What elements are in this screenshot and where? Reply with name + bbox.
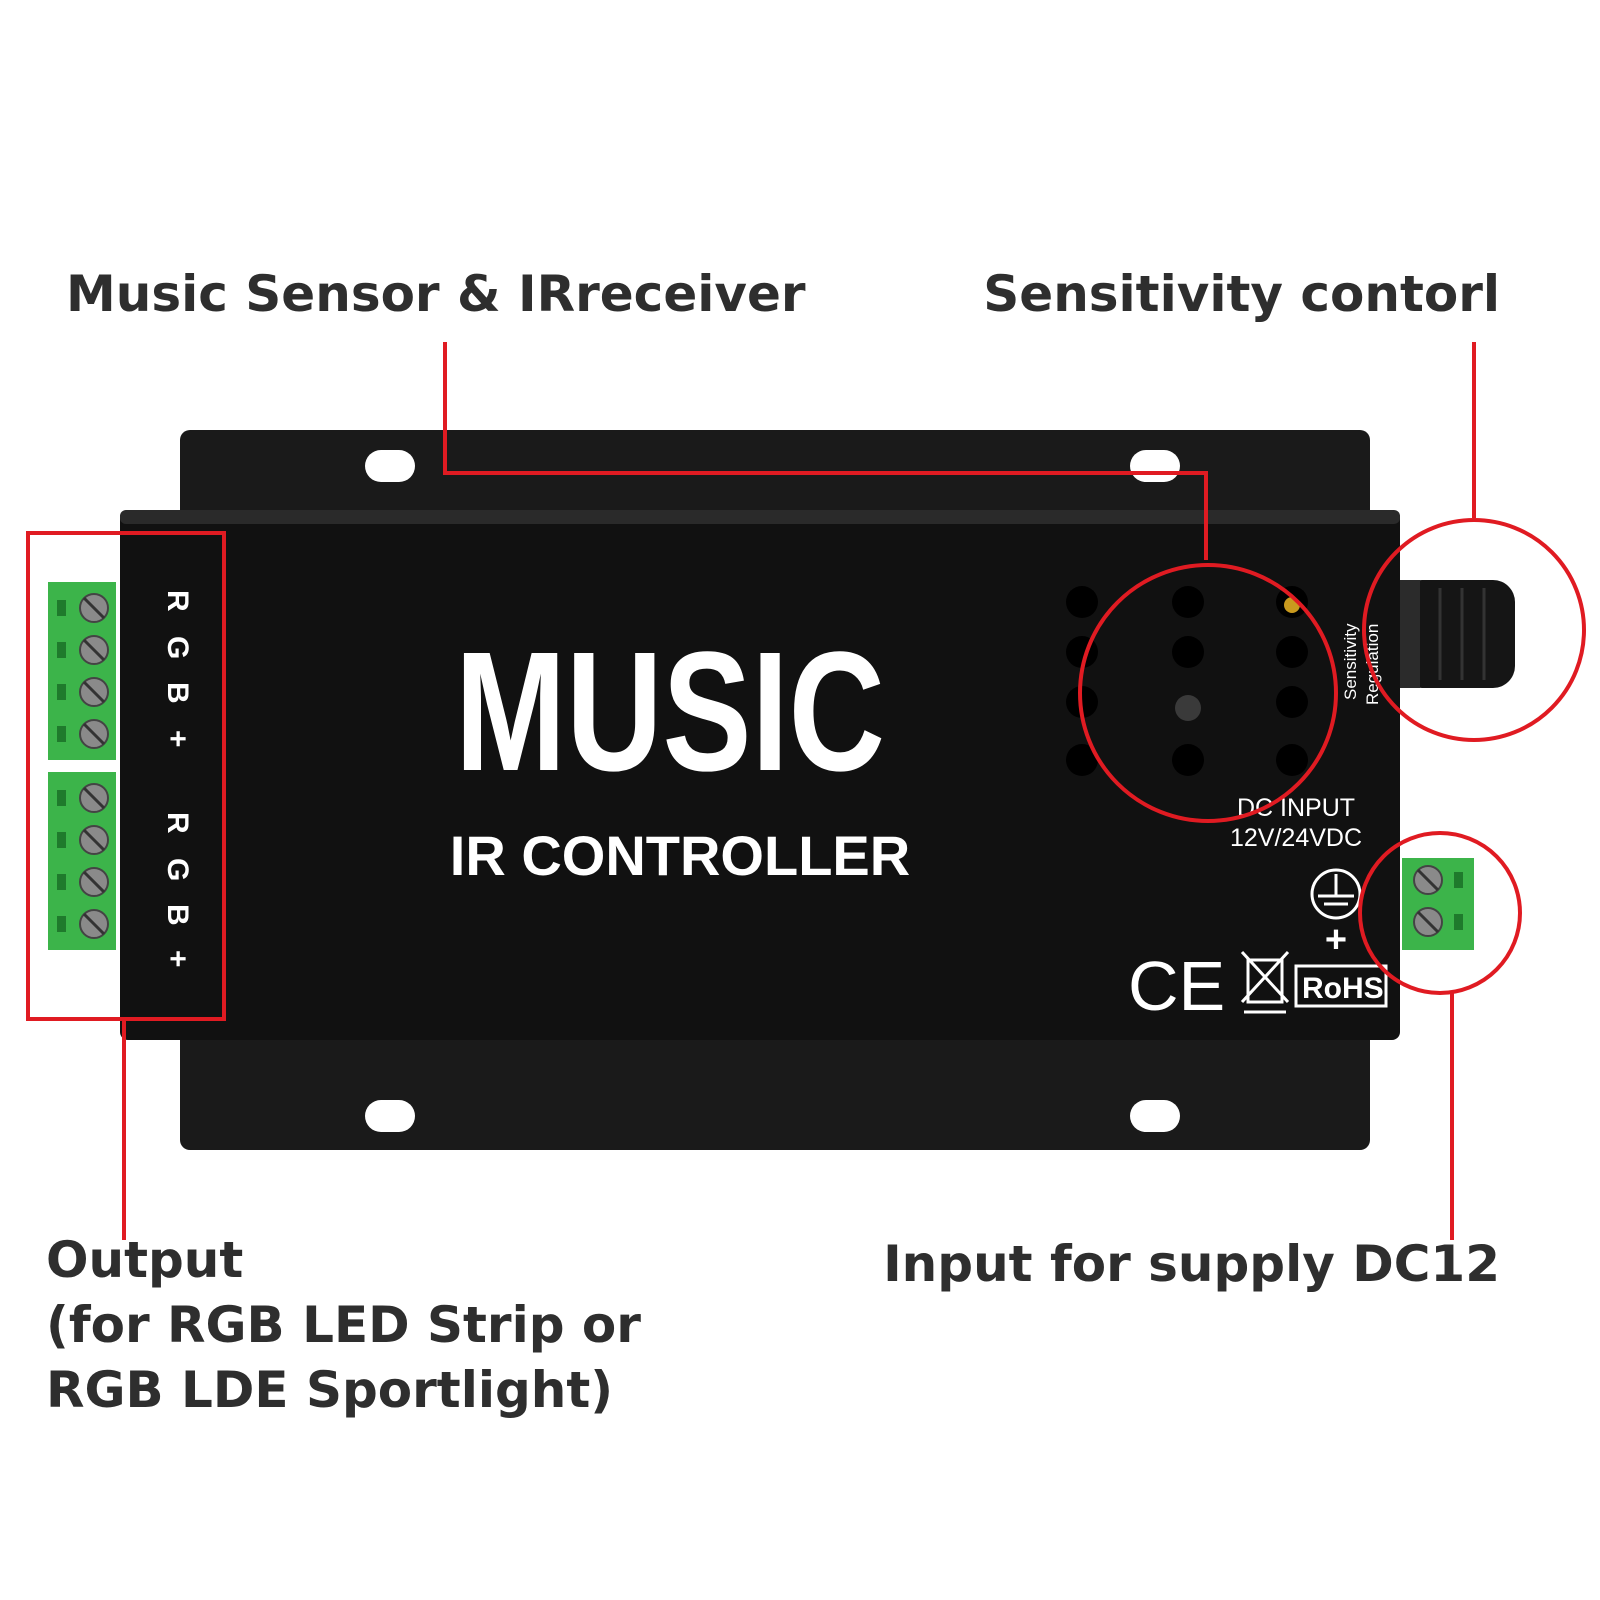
port-label: B	[161, 682, 194, 704]
music-sensor-callout: Music Sensor & IRreceiver	[66, 265, 806, 323]
rohs-label: RoHS	[1302, 972, 1384, 1005]
mounting-hole	[1130, 1100, 1180, 1132]
knob-label-sensitivity: Sensitivity	[1341, 623, 1360, 700]
music-sensor-leader-line	[443, 342, 1208, 560]
plus-sign: +	[1325, 919, 1347, 961]
ground-symbol-icon	[1310, 868, 1362, 920]
output-callout-line-3: RGB LDE Sportlight)	[46, 1361, 614, 1419]
input-highlight-ring	[1358, 831, 1522, 995]
mounting-hole	[1130, 450, 1180, 482]
rohs-mark: RoHS	[1294, 964, 1388, 1008]
sensitivity-highlight-ring	[1362, 518, 1586, 742]
mounting-hole	[365, 450, 415, 482]
ir-receiver	[1175, 695, 1201, 721]
input-supply-callout: Input for supply DC12	[883, 1235, 1500, 1293]
port-label: +	[161, 730, 194, 748]
port-label: R	[161, 590, 194, 612]
output-terminal-block-1	[48, 582, 116, 760]
body-top-edge	[120, 510, 1400, 524]
output-callout: Output (for RGB LED Strip or RGB LDE Spo…	[46, 1228, 641, 1423]
port-label: R	[161, 812, 194, 834]
weee-bin-icon	[1240, 950, 1290, 1014]
highlight-markers	[26, 342, 1586, 1240]
sensor-grille	[1066, 586, 1308, 776]
sensitivity-knob	[1400, 580, 1515, 688]
output-callout-line-1: Output	[46, 1231, 244, 1289]
output-terminal-block-2	[48, 772, 116, 950]
dc-voltage-label: 12V/24VDC	[1230, 824, 1362, 852]
input-terminal-block	[1402, 858, 1474, 950]
port-label: G	[161, 858, 194, 881]
dc-input-label: DC INPUT	[1237, 794, 1355, 822]
port-label: +	[161, 950, 194, 968]
brand-logo-text: MUSIC	[455, 617, 885, 807]
model-text: IR CONTROLLER	[450, 824, 910, 887]
mounting-hole	[365, 1100, 415, 1132]
ce-mark: CE	[1128, 947, 1225, 1025]
music-sensor-highlight-ring	[1078, 563, 1338, 823]
port-label: B	[161, 904, 194, 926]
port-label: G	[161, 636, 194, 659]
sensitivity-control-callout: Sensitivity contorl	[983, 265, 1500, 323]
output-callout-line-2: (for RGB LED Strip or	[46, 1296, 641, 1354]
